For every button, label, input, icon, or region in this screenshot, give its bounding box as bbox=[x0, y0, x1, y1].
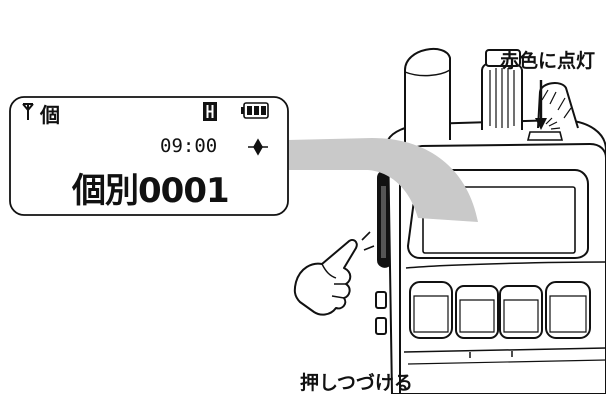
volume-knob bbox=[481, 49, 523, 130]
lcd-call-name: 個別0001 bbox=[72, 171, 230, 211]
press-instruction-label: 押しつづける bbox=[300, 372, 413, 394]
memory-icon bbox=[203, 102, 217, 121]
lcd-panel bbox=[9, 96, 289, 216]
battery-icon bbox=[241, 102, 269, 119]
lcd-mode-indicator: 個 bbox=[40, 103, 60, 127]
led-callout-label: 赤色に点灯 bbox=[500, 50, 596, 72]
antenna bbox=[404, 48, 451, 148]
ptt-button bbox=[375, 170, 389, 335]
signal-icon bbox=[248, 138, 268, 156]
lcd-time: 09:00 bbox=[160, 135, 218, 157]
callout-band bbox=[288, 138, 478, 222]
led-callout-arrow bbox=[535, 80, 547, 130]
antenna-icon bbox=[22, 103, 34, 120]
pressing-hand bbox=[293, 231, 375, 316]
tx-indicator bbox=[526, 117, 564, 141]
